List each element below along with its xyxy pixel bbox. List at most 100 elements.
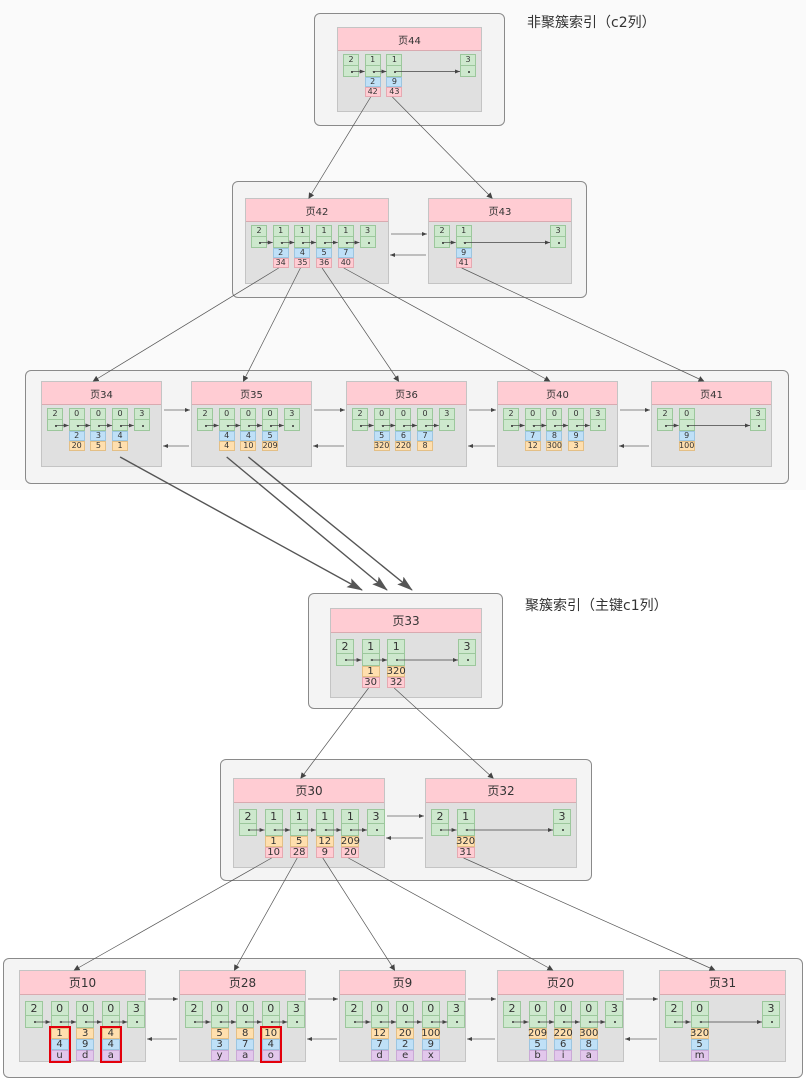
c1-value: 3	[568, 441, 585, 451]
page-header: 页40	[498, 382, 617, 405]
record-type: 2	[434, 225, 450, 237]
pointer-dot	[403, 424, 406, 427]
page-header: 页33	[331, 609, 481, 633]
record-next-pointer	[336, 654, 354, 666]
child-page-number: 36	[316, 258, 333, 268]
record-type: 0	[678, 408, 695, 420]
record-type: 0	[395, 408, 412, 420]
pointer-dot	[302, 241, 305, 244]
record-next-pointer	[447, 1016, 466, 1028]
record-type: 0	[50, 1001, 69, 1016]
page-header: 页20	[498, 971, 623, 995]
c2-value: 3	[90, 431, 107, 441]
record-next-pointer	[395, 420, 412, 431]
pointer-dot	[55, 424, 57, 427]
child-page-number: 40	[337, 258, 354, 268]
c2-value: 8	[546, 431, 563, 441]
record-type: 1	[316, 225, 333, 237]
pointer-dot	[425, 424, 428, 427]
c1-value: 209	[528, 1027, 548, 1039]
record-type: 0	[236, 1001, 255, 1016]
pointer-dot	[576, 424, 579, 427]
record-type: 0	[568, 408, 585, 420]
pointer-dot	[367, 241, 370, 244]
c2-value: 4	[218, 431, 235, 441]
record-type: 3	[605, 1001, 624, 1016]
pointer-dot	[296, 1021, 299, 1023]
record-type: 0	[396, 1001, 415, 1016]
record-next-pointer	[456, 824, 475, 836]
record-next-pointer	[528, 1016, 547, 1028]
c1-value: 1	[50, 1028, 69, 1039]
c1-value: 5	[290, 836, 309, 847]
pointer-dot	[614, 1021, 617, 1023]
c2-value: 9	[568, 431, 585, 441]
page-header: 页36	[347, 382, 466, 405]
page-header: 页43	[429, 199, 571, 222]
c1-value: 1	[264, 836, 283, 847]
record-next-pointer	[553, 824, 571, 836]
pointer-dot	[245, 1021, 248, 1023]
pointer-dot	[85, 1021, 88, 1023]
c3-value: d	[76, 1050, 95, 1061]
record-type: 2	[25, 1001, 43, 1016]
c1-value: 300	[579, 1027, 599, 1039]
pointer-dot	[205, 424, 207, 427]
page-header: 页31	[660, 971, 785, 995]
child-page-number: 31	[456, 847, 475, 858]
pointer-dot	[324, 241, 327, 244]
pointer-dot	[324, 829, 327, 831]
pointer-dot	[394, 70, 397, 73]
record-type: 1	[315, 809, 334, 824]
record-type: 1	[264, 809, 283, 824]
record-type: 3	[762, 1001, 780, 1016]
c1-value: 12	[524, 441, 541, 451]
page-header: 页30	[234, 779, 384, 803]
c3-value: b	[528, 1050, 547, 1061]
record-type: 1	[455, 225, 472, 237]
c1-value: 4	[101, 1028, 120, 1039]
record-type: 2	[185, 1001, 203, 1016]
record-type: 0	[90, 408, 107, 420]
c2-value: 4	[261, 1039, 280, 1050]
pointer-dot	[345, 659, 347, 661]
record-type: 3	[287, 1001, 306, 1016]
record-type: 3	[127, 1001, 146, 1016]
pointer-dot	[354, 1021, 356, 1023]
c2-value: 7	[236, 1039, 255, 1050]
record-next-pointer	[127, 1016, 146, 1028]
record-next-pointer	[550, 237, 566, 248]
record-next-pointer	[665, 1016, 683, 1028]
record-next-pointer	[364, 66, 381, 77]
page-header: 页28	[180, 971, 305, 995]
record-type: 0	[261, 1001, 280, 1016]
record-next-pointer	[554, 1016, 573, 1028]
c1-value: 209	[262, 441, 279, 451]
record-next-pointer	[240, 420, 257, 431]
record-next-pointer	[337, 237, 354, 248]
pointer-dot	[440, 829, 442, 831]
record-type: 3	[460, 54, 476, 66]
c2-value: 7	[417, 431, 434, 441]
c3-value: o	[261, 1050, 280, 1061]
child-page-number: 42	[364, 87, 381, 97]
c1-value: 4	[218, 441, 235, 451]
record-next-pointer	[434, 237, 450, 248]
page-p33: 页33	[330, 608, 482, 698]
child-page-number: 20	[341, 847, 360, 858]
record-type: 2	[336, 639, 354, 654]
c2-value: 9	[76, 1039, 95, 1050]
page-header: 页41	[652, 382, 771, 405]
page-p30: 页30	[233, 778, 385, 868]
child-page-number: 9	[315, 847, 334, 858]
pointer-dot	[226, 424, 229, 427]
pointer-dot	[98, 424, 101, 427]
pointer-dot	[674, 1021, 676, 1023]
pointer-dot	[467, 659, 469, 661]
pointer-dot	[370, 659, 373, 661]
record-next-pointer	[568, 420, 585, 431]
record-type: 0	[370, 1001, 389, 1016]
pointer-dot	[465, 829, 468, 831]
child-page-number: 35	[294, 258, 311, 268]
record-type: 3	[359, 225, 376, 237]
